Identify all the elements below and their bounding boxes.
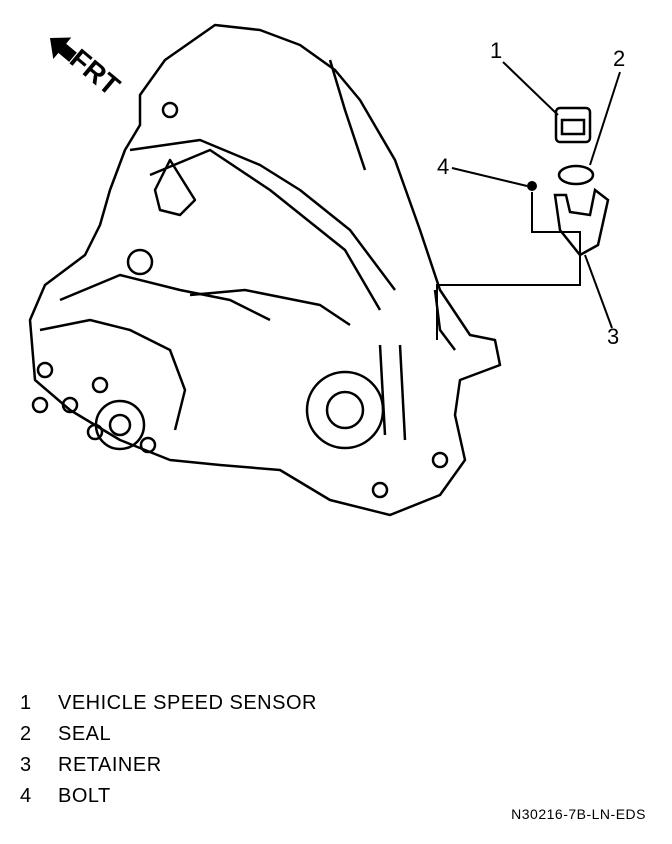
retainer-part bbox=[553, 187, 610, 257]
housing-bolts bbox=[31, 101, 449, 499]
legend-label: VEHICLE SPEED SENSOR bbox=[58, 692, 317, 714]
legend-label: SEAL bbox=[58, 723, 112, 745]
legend-label: RETAINER bbox=[58, 754, 162, 776]
assembly-guide-line bbox=[436, 192, 581, 340]
legend-label: BOLT bbox=[58, 785, 111, 807]
callout-1: 1 bbox=[490, 38, 503, 63]
transaxle-housing bbox=[28, 23, 502, 517]
bolt-part bbox=[527, 181, 537, 191]
callout-3: 3 bbox=[607, 324, 620, 349]
legend-number: 2 bbox=[20, 723, 32, 745]
callout-4: 4 bbox=[437, 154, 450, 179]
legend-number: 1 bbox=[20, 692, 32, 714]
vehicle-speed-sensor-part bbox=[554, 106, 592, 144]
legend-item: 4 BOLT bbox=[20, 781, 440, 812]
legend-number: 3 bbox=[20, 754, 32, 776]
figure-code: N30216-7B-LN-EDS bbox=[511, 806, 646, 822]
seal-part bbox=[557, 164, 595, 186]
legend-item: 1 VEHICLE SPEED SENSOR bbox=[20, 688, 440, 719]
parts-legend: 1 VEHICLE SPEED SENSOR 2 SEAL 3 RETAINER… bbox=[20, 688, 440, 812]
legend-item: 2 SEAL bbox=[20, 719, 440, 750]
transaxle-diagram: FRT bbox=[28, 23, 621, 517]
legend-number: 4 bbox=[20, 785, 32, 807]
callout-leaders bbox=[451, 61, 621, 329]
callout-2: 2 bbox=[613, 46, 626, 71]
legend-item: 3 RETAINER bbox=[20, 750, 440, 781]
front-arrow-icon bbox=[50, 37, 77, 62]
